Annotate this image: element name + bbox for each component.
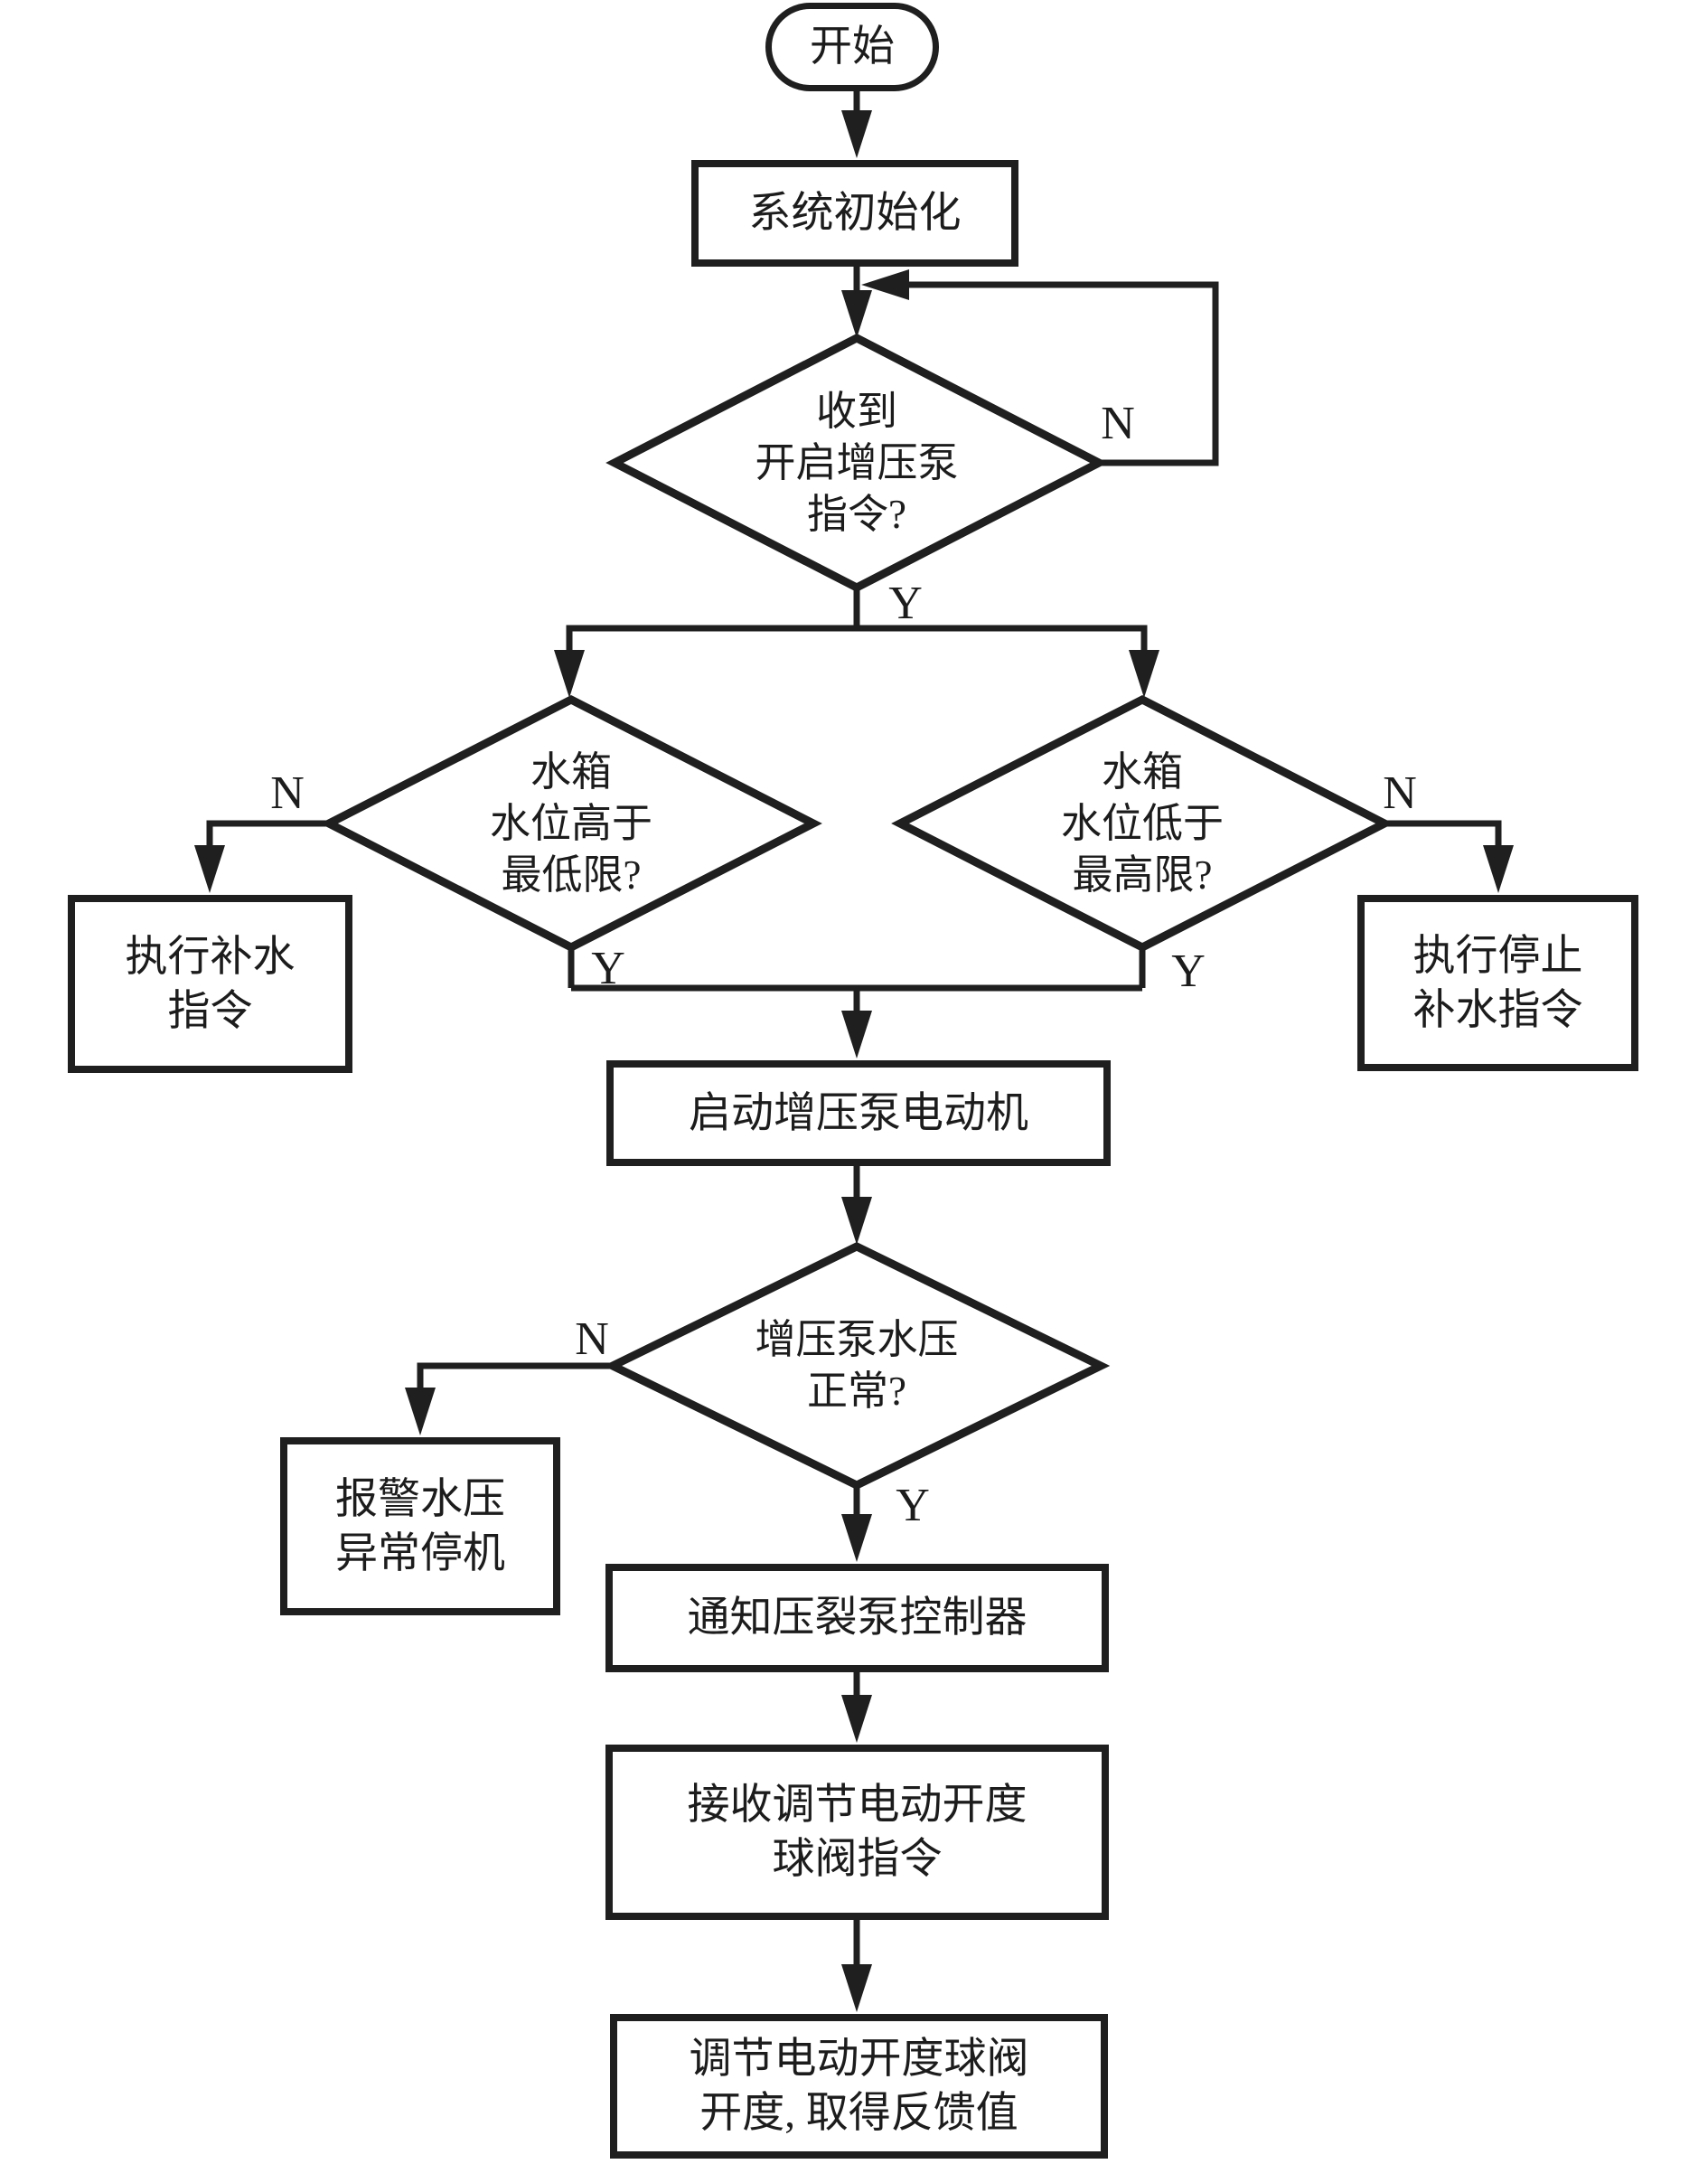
step-label: 通知压裂泵控制器 xyxy=(687,1595,1028,1642)
step-execute-refill: 执行补水 指令 xyxy=(68,895,352,1073)
step-label-line: 执行补水 xyxy=(125,933,296,981)
arrowhead xyxy=(1129,650,1159,698)
decision-level-below-max-text: 水箱 水位低于 最高限? xyxy=(900,705,1384,942)
step-alarm-shutdown: 报警水压 异常停机 xyxy=(280,1437,560,1615)
step-receive-valve-command: 接收调节电动开度 球阀指令 xyxy=(605,1745,1109,1920)
start-label: 开始 xyxy=(810,24,895,71)
branch-label-yes-below-max: Y xyxy=(1171,945,1206,997)
arrowhead xyxy=(841,110,872,158)
step-label-line: 补水指令 xyxy=(1412,986,1583,1034)
decision-line: 收到 xyxy=(815,388,897,434)
decision-line: 最低限? xyxy=(501,851,642,898)
branch-label-yes-pressure: Y xyxy=(896,1479,930,1531)
step-notify-controller: 通知压裂泵控制器 xyxy=(605,1564,1109,1672)
connector-line xyxy=(1384,820,1502,848)
decision-pressure-normal-text: 增压泵水压 正常? xyxy=(613,1252,1101,1480)
decision-line: 指令? xyxy=(807,491,906,537)
step-stop-refill: 执行停止 补水指令 xyxy=(1357,895,1638,1071)
decision-diamond-above-min xyxy=(320,694,822,953)
step-label-line: 执行停止 xyxy=(1412,932,1583,980)
decision-line: 水位低于 xyxy=(1060,800,1224,846)
decision-line: 最高限? xyxy=(1072,851,1213,898)
decision-line: 水箱 xyxy=(1101,748,1183,795)
branch-label-no-receive: N xyxy=(1101,397,1135,449)
step-label: 系统初始化 xyxy=(748,190,962,237)
arrowhead xyxy=(194,845,225,893)
branch-label-no-below-max: N xyxy=(1383,767,1417,819)
arrowhead xyxy=(554,650,585,698)
arrowhead xyxy=(841,1695,872,1743)
arrowhead xyxy=(1483,845,1514,893)
connector-loop-n xyxy=(906,281,1219,466)
step-label-line: 异常停机 xyxy=(335,1529,505,1577)
start-node: 开始 xyxy=(765,3,939,91)
arrowhead-left xyxy=(861,269,909,300)
branch-label-yes-receive: Y xyxy=(888,577,923,629)
connector-line xyxy=(206,820,329,848)
branch-label-no-above-min: N xyxy=(270,767,305,819)
step-label-line: 接收调节电动开度 xyxy=(687,1782,1028,1829)
decision-level-above-min-text: 水箱 水位高于 最低限? xyxy=(329,705,813,942)
arrowhead xyxy=(841,290,872,338)
arrowhead xyxy=(841,1197,872,1245)
arrowhead xyxy=(841,1514,872,1562)
decision-diamond-pressure xyxy=(603,1241,1111,1491)
decision-line: 增压泵水压 xyxy=(755,1317,959,1362)
step-label: 启动增压泵电动机 xyxy=(689,1089,1028,1137)
step-system-init: 系统初始化 xyxy=(691,160,1018,267)
decision-line: 水位高于 xyxy=(489,800,652,846)
decision-diamond-below-max xyxy=(891,694,1394,953)
step-label-line: 指令 xyxy=(167,987,253,1035)
connector-line xyxy=(417,1362,613,1390)
decision-line: 水箱 xyxy=(530,748,612,795)
step-label-line: 报警水压 xyxy=(335,1475,505,1523)
arrowhead xyxy=(841,1011,872,1058)
branch-label-yes-above-min: Y xyxy=(591,942,625,994)
arrowhead xyxy=(405,1388,436,1435)
step-label-line: 开度, 取得反馈值 xyxy=(699,2090,1018,2137)
step-adjust-valve: 调节电动开度球阀 开度, 取得反馈值 xyxy=(610,2014,1108,2159)
decision-receive-command-text: 收到 开启增压泵 指令? xyxy=(615,343,1099,582)
step-label-line: 球阀指令 xyxy=(772,1836,943,1883)
branch-label-no-pressure: N xyxy=(575,1313,609,1365)
decision-diamond-receive xyxy=(605,333,1108,593)
step-start-motor: 启动增压泵电动机 xyxy=(606,1060,1111,1166)
step-label-line: 调节电动开度球阀 xyxy=(689,2036,1029,2083)
decision-line: 开启增压泵 xyxy=(755,439,959,485)
arrowhead xyxy=(841,1964,872,2012)
connector-split xyxy=(566,625,1148,653)
decision-line: 正常? xyxy=(807,1369,906,1414)
